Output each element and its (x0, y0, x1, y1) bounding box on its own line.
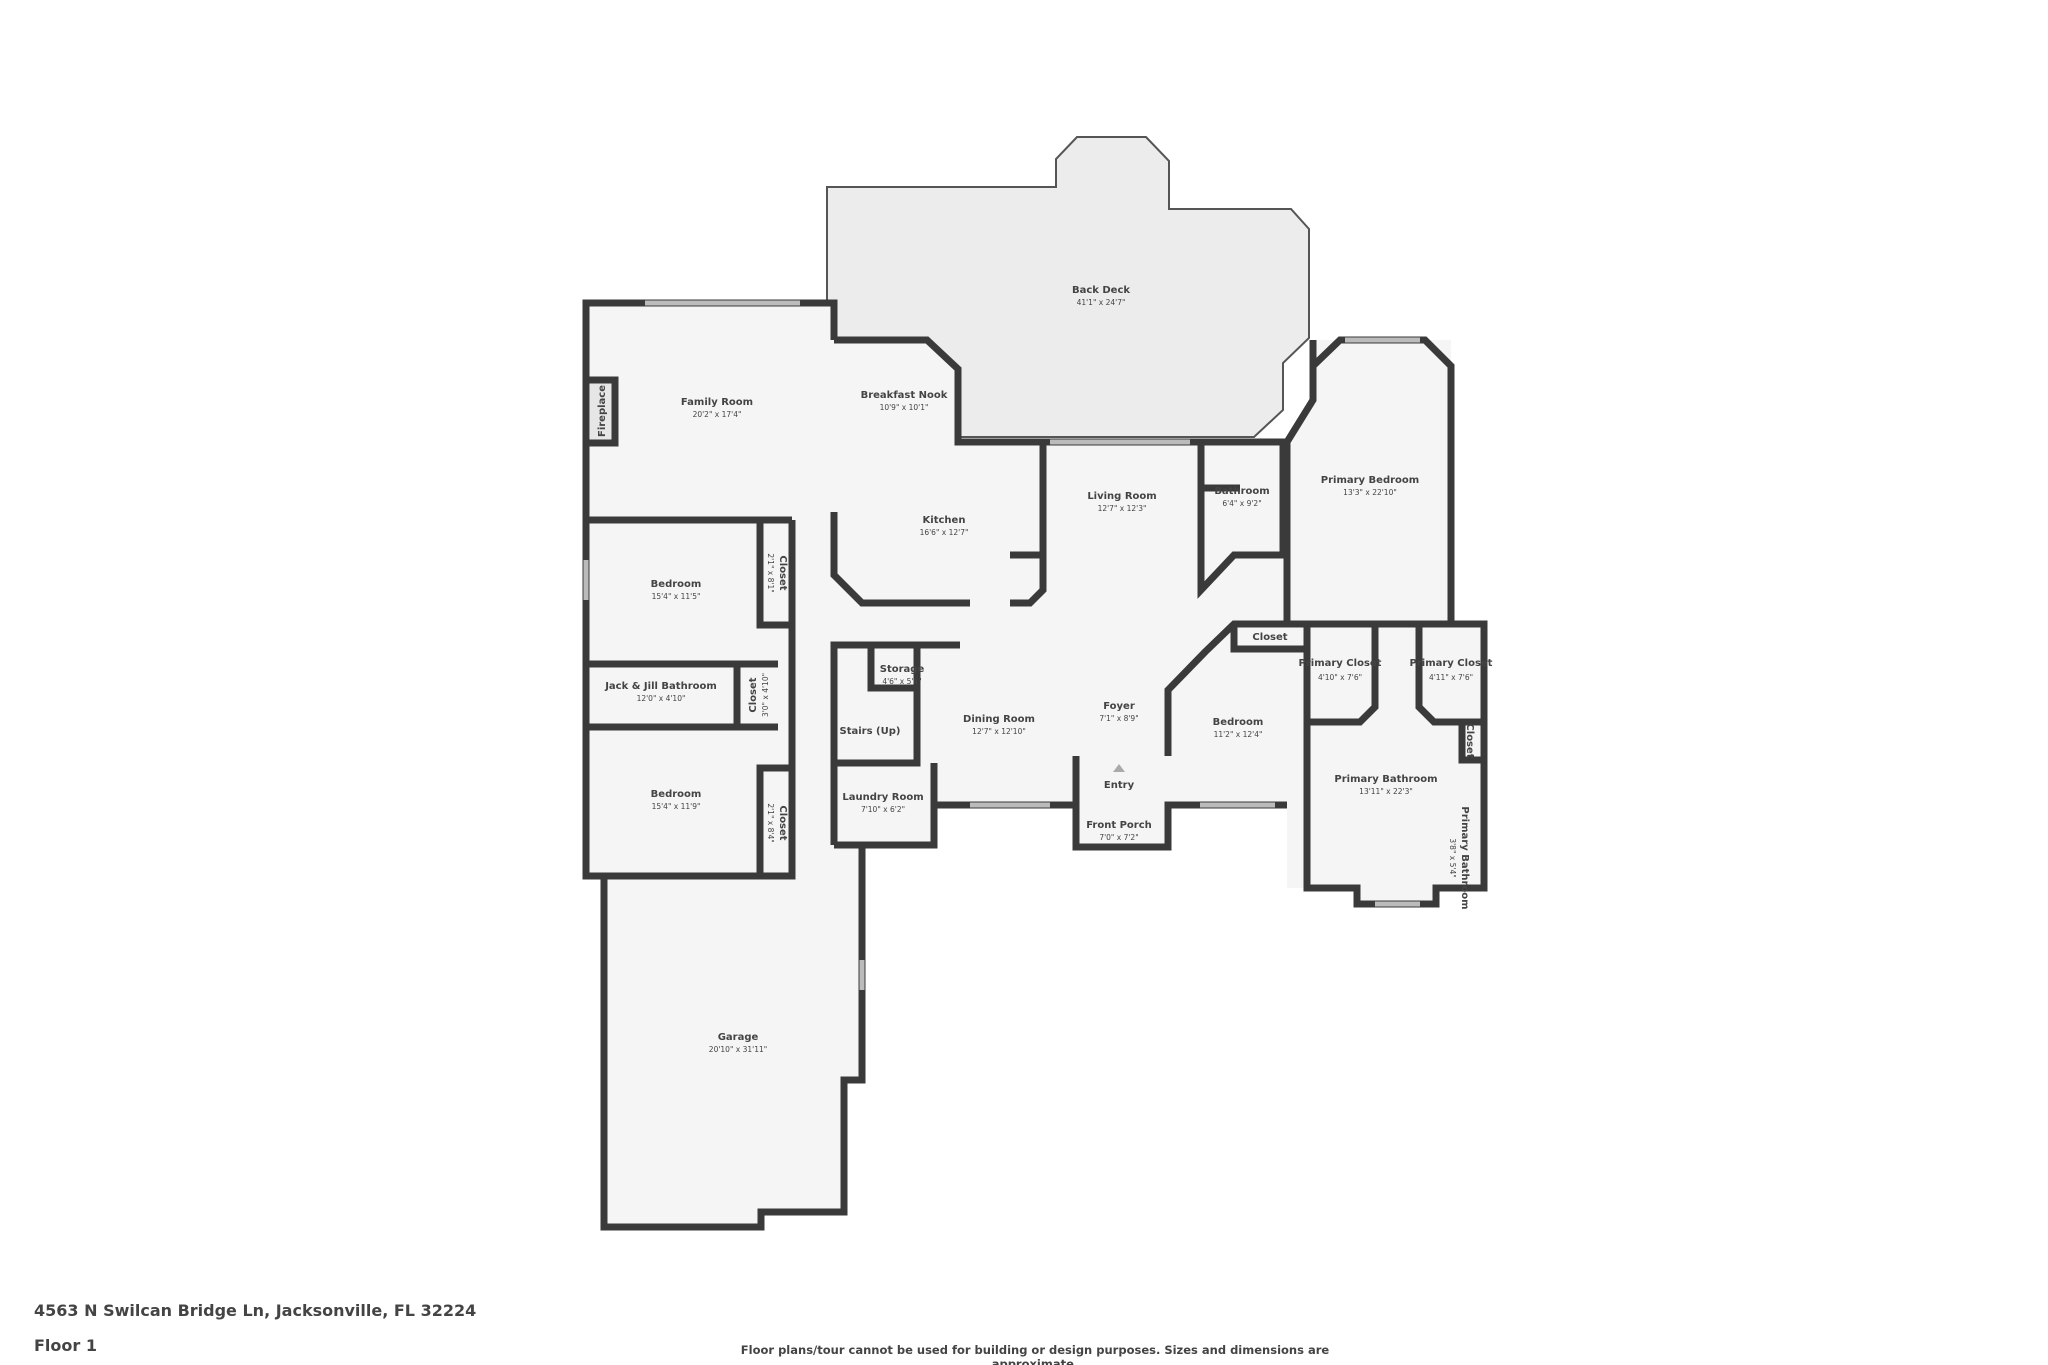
room-name: Bedroom (651, 579, 702, 590)
room-name: Bedroom (1213, 717, 1264, 728)
room-name: Closet (1464, 723, 1475, 758)
room-dims: 15'4" x 11'9" (652, 802, 701, 811)
room-name: Back Deck (1072, 285, 1130, 296)
room-dims: 3'0" x 4'10" (761, 673, 770, 717)
room-name: Primary Bathroom (1459, 806, 1470, 909)
room-dims: 4'11" x 7'6" (1429, 673, 1473, 682)
room-name: Living Room (1087, 491, 1156, 502)
room-dims: 3'8" x 5'4" (1448, 838, 1457, 877)
room-name: Closet (1252, 632, 1287, 643)
room-dims: 7'10" x 6'2" (861, 805, 905, 814)
room-dims: 11'2" x 12'4" (1214, 730, 1263, 739)
floor-label: Floor 1 (34, 1336, 97, 1355)
room-name: Garage (718, 1032, 759, 1043)
room-dims: 7'1" x 8'9" (1099, 714, 1138, 723)
room-dims: 13'3" x 22'10" (1343, 488, 1397, 497)
room-name: Primary Bathroom (1334, 774, 1437, 785)
room-name: Laundry Room (842, 792, 923, 803)
room-dims: 6'4" x 9'2" (1222, 499, 1261, 508)
room-dims: 16'6" x 12'7" (920, 528, 969, 537)
room-name: Dining Room (963, 714, 1035, 725)
windows (583, 300, 1420, 990)
room-name: Bathroom (1214, 486, 1269, 497)
room-dims: 10'9" x 10'1" (880, 403, 929, 412)
room-dims: 13'11" x 22'3" (1359, 787, 1413, 796)
room-name: Primary Closet (1410, 658, 1493, 669)
room-name: Breakfast Nook (861, 390, 948, 401)
room-name: Primary Closet (1299, 658, 1382, 669)
room-dims: 2'1" x 8'4" (766, 803, 775, 842)
room-name: Foyer (1103, 701, 1135, 712)
room-dims: 15'4" x 11'5" (652, 592, 701, 601)
room-name: Primary Bedroom (1321, 475, 1419, 486)
room-name: Family Room (681, 397, 753, 408)
room-name: Jack & Jill Bathroom (604, 681, 717, 692)
room-dims: 12'0" x 4'10" (637, 694, 686, 703)
room-dims: 12'7" x 12'3" (1098, 504, 1147, 513)
room-name: Kitchen (923, 515, 966, 526)
room-name: Fireplace (597, 385, 608, 437)
room-dims: 12'7" x 12'10" (972, 727, 1026, 736)
address-label: 4563 N Swilcan Bridge Ln, Jacksonville, … (34, 1301, 477, 1320)
room-dims: 41'1" x 24'7" (1077, 298, 1126, 307)
room-labels: Back Deck 41'1" x 24'7" Family Room 20'2… (597, 285, 1493, 1054)
room-dims: 4'10" x 7'6" (1318, 673, 1362, 682)
room-dims: 20'10" x 31'11" (709, 1045, 767, 1054)
room-name: Bedroom (651, 789, 702, 800)
room-dims: 2'1" x 8'1" (766, 553, 775, 592)
room-dims: 7'0" x 7'2" (1099, 833, 1138, 842)
room-name: Closet (777, 805, 788, 840)
room-dims: 20'2" x 17'4" (693, 410, 742, 419)
room-dims: 4'6" x 5'4" (882, 677, 921, 686)
room-name: Stairs (Up) (840, 726, 901, 737)
room-name: Closet (777, 555, 788, 590)
room-name: Storage (880, 664, 925, 675)
disclaimer: Floor plans/tour cannot be used for buil… (740, 1343, 1330, 1365)
room-name: Entry (1104, 780, 1135, 791)
entry-arrow-icon (1113, 764, 1125, 772)
room-name: Front Porch (1086, 820, 1152, 831)
room-name: Closet (748, 677, 759, 712)
